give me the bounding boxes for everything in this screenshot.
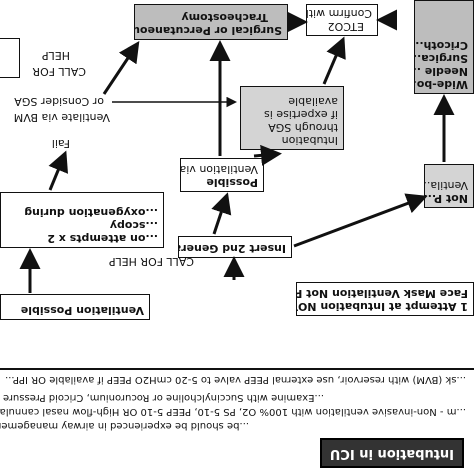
arrow-possible-to-intubation xyxy=(253,144,282,166)
arrow-bvm-to-tracheostomy xyxy=(102,41,140,95)
arrow-sga-to-possible xyxy=(211,192,232,235)
arrow-intubation-to-etco2 xyxy=(322,36,346,85)
arrow-sga-to-notpossible xyxy=(293,193,428,248)
arrow-attempts-to-fail xyxy=(48,150,68,191)
